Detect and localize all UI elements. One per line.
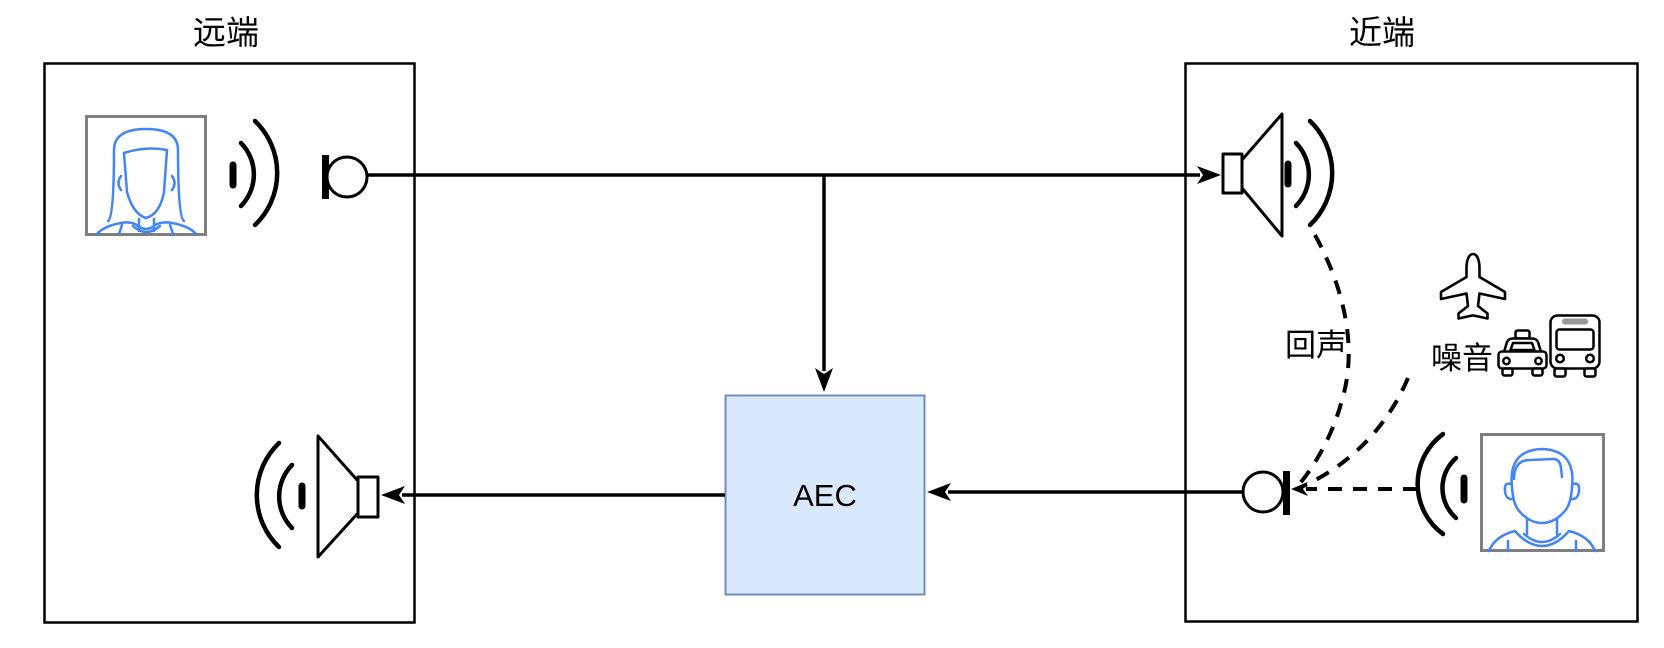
aec-to-far-speaker-arrow xyxy=(381,486,725,504)
noise-path xyxy=(1298,377,1410,490)
bus-icon xyxy=(1549,314,1601,378)
sound-waves-icon xyxy=(1415,431,1468,537)
near-end-title: 近端 xyxy=(1349,14,1415,51)
loudspeaker-icon xyxy=(1221,112,1284,238)
microphone-icon xyxy=(1241,470,1290,515)
airplane-icon xyxy=(1439,252,1507,320)
echo-label: 回声 xyxy=(1285,328,1347,363)
echo-path xyxy=(1295,234,1351,489)
sound-waves-icon xyxy=(254,440,306,550)
male-avatar-icon xyxy=(1480,433,1605,553)
far-end-box xyxy=(43,62,416,624)
sound-waves-icon xyxy=(1284,118,1335,228)
avatar-frame xyxy=(85,115,207,236)
avatar-frame xyxy=(1480,433,1605,552)
microphone-icon xyxy=(322,155,369,199)
aec-label: AEC xyxy=(793,478,857,513)
taxi-icon xyxy=(1497,329,1548,377)
noise-label: 噪音 xyxy=(1431,341,1493,376)
mic-arrowhead xyxy=(1291,482,1308,496)
sound-waves-icon xyxy=(229,118,280,228)
aec-block: AEC xyxy=(724,394,926,596)
female-avatar-icon xyxy=(85,115,207,236)
far-to-near-arrow xyxy=(367,166,1221,392)
near-end-box xyxy=(1184,62,1639,623)
bus-sign xyxy=(1562,318,1588,325)
near-mic-to-aec-arrow xyxy=(927,483,1243,501)
loudspeaker-icon xyxy=(316,434,380,559)
far-end-title: 远端 xyxy=(193,14,259,51)
